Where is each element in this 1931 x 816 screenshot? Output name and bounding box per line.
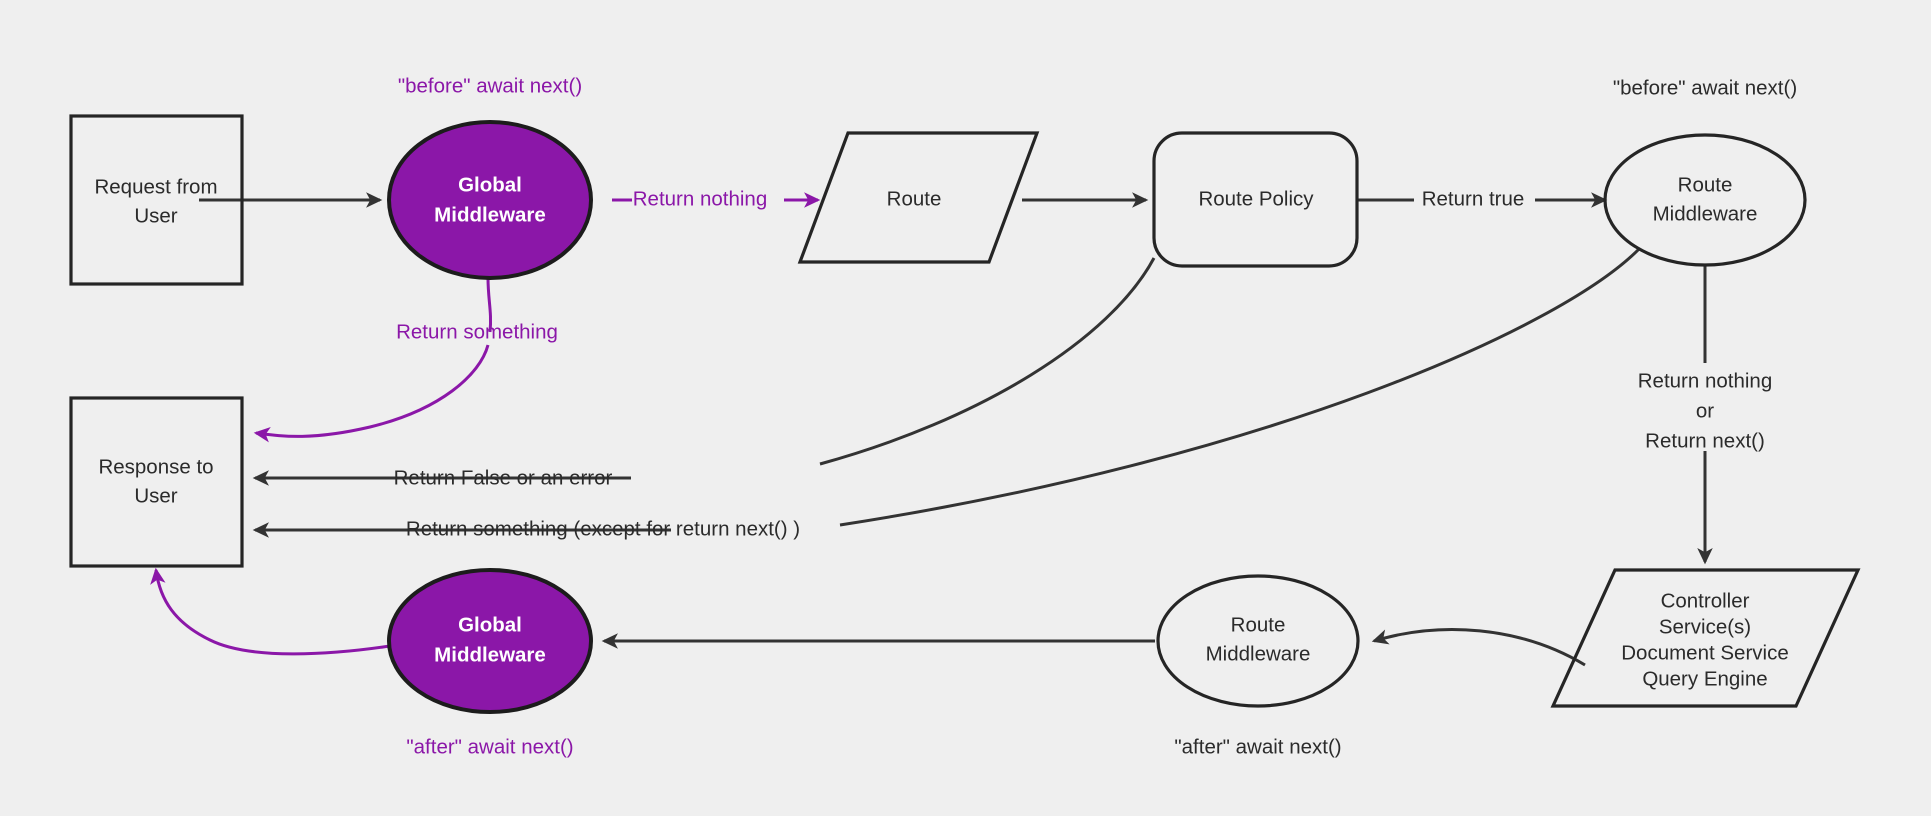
route-middleware-top-label-line1: Route [1678, 173, 1733, 196]
global-middleware-bottom-label-line2: Middleware [434, 643, 546, 666]
annotation-after-await-next-left: "after" await next() [406, 735, 573, 758]
edge-global-middleware-to-response [253, 344, 490, 443]
request-from-user-label-line2: User [134, 204, 177, 227]
controller-services-label-line4: Query Engine [1642, 667, 1767, 690]
global-middleware-bottom-ellipse [387, 568, 593, 714]
node-route-middleware-bottom[interactable]: Route Middleware [1156, 574, 1360, 708]
edge-label-return-nothing-line1: Return nothing [1638, 369, 1772, 392]
annotation-before-await-next-right: "before" await next() [1613, 76, 1797, 99]
controller-services-label-line1: Controller [1661, 589, 1750, 612]
edge-route-policy-to-response-right [819, 257, 1156, 466]
edge-label-return-next-line3: Return next() [1645, 429, 1765, 452]
node-route-policy[interactable]: Route Policy [1152, 131, 1359, 268]
global-middleware-top-label-line1: Global [458, 173, 522, 196]
controller-services-label-line2: Service(s) [1659, 615, 1751, 638]
global-middleware-top-label-line2: Middleware [434, 203, 546, 226]
request-from-user-label-line1: Request from [94, 175, 217, 198]
route-middleware-bottom-label-line2: Middleware [1206, 642, 1311, 665]
edge-label-return-something-except: Return something (except for return next… [406, 517, 800, 540]
edge-label-return-nothing: Return nothing [633, 187, 767, 210]
edge-label-return-false-or-error: Return False or an error [394, 466, 613, 489]
route-policy-label: Route Policy [1198, 187, 1314, 210]
response-to-user-box [69, 396, 244, 568]
node-global-middleware-bottom[interactable]: Global Middleware [387, 568, 593, 714]
route-middleware-bottom-ellipse [1156, 574, 1360, 708]
edge-label-return-something: Return something [396, 320, 558, 343]
annotation-after-await-next-right: "after" await next() [1174, 735, 1341, 758]
global-middleware-bottom-label-line1: Global [458, 613, 522, 636]
route-parallelogram [797, 131, 1040, 264]
node-controller-services[interactable]: Controller Service(s) Document Service Q… [1550, 568, 1861, 708]
controller-services-parallelogram [1550, 568, 1861, 708]
annotation-before-await-next-left: "before" await next() [398, 74, 582, 97]
edge-label-return-nothing-line2: or [1696, 399, 1714, 422]
request-from-user-box [69, 114, 244, 286]
route-middleware-top-label-line2: Middleware [1653, 202, 1758, 225]
node-route-middleware-top[interactable]: Route Middleware [1603, 133, 1807, 267]
response-to-user-label-line1: Response to [98, 455, 213, 478]
node-route[interactable]: Route [797, 131, 1040, 264]
route-middleware-top-ellipse [1603, 133, 1807, 267]
node-request-from-user[interactable]: Request from User [69, 114, 244, 286]
response-to-user-label-line2: User [134, 484, 177, 507]
global-middleware-top-ellipse [387, 120, 593, 280]
edge-controller-to-route-middleware-bottom [1371, 628, 1586, 667]
edge-global-middleware-bottom-to-response [150, 567, 391, 656]
route-label: Route [887, 187, 942, 210]
controller-services-label-line3: Document Service [1621, 641, 1788, 664]
node-global-middleware-top[interactable]: Global Middleware [387, 120, 593, 280]
route-middleware-bottom-label-line1: Route [1231, 613, 1286, 636]
edge-route-middleware-to-response-right [839, 246, 1642, 527]
route-policy-box [1152, 131, 1359, 268]
edge-label-return-true: Return true [1422, 187, 1525, 210]
node-response-to-user[interactable]: Response to User [69, 396, 244, 568]
edge-global-middleware-to-response-stub [486, 277, 493, 333]
